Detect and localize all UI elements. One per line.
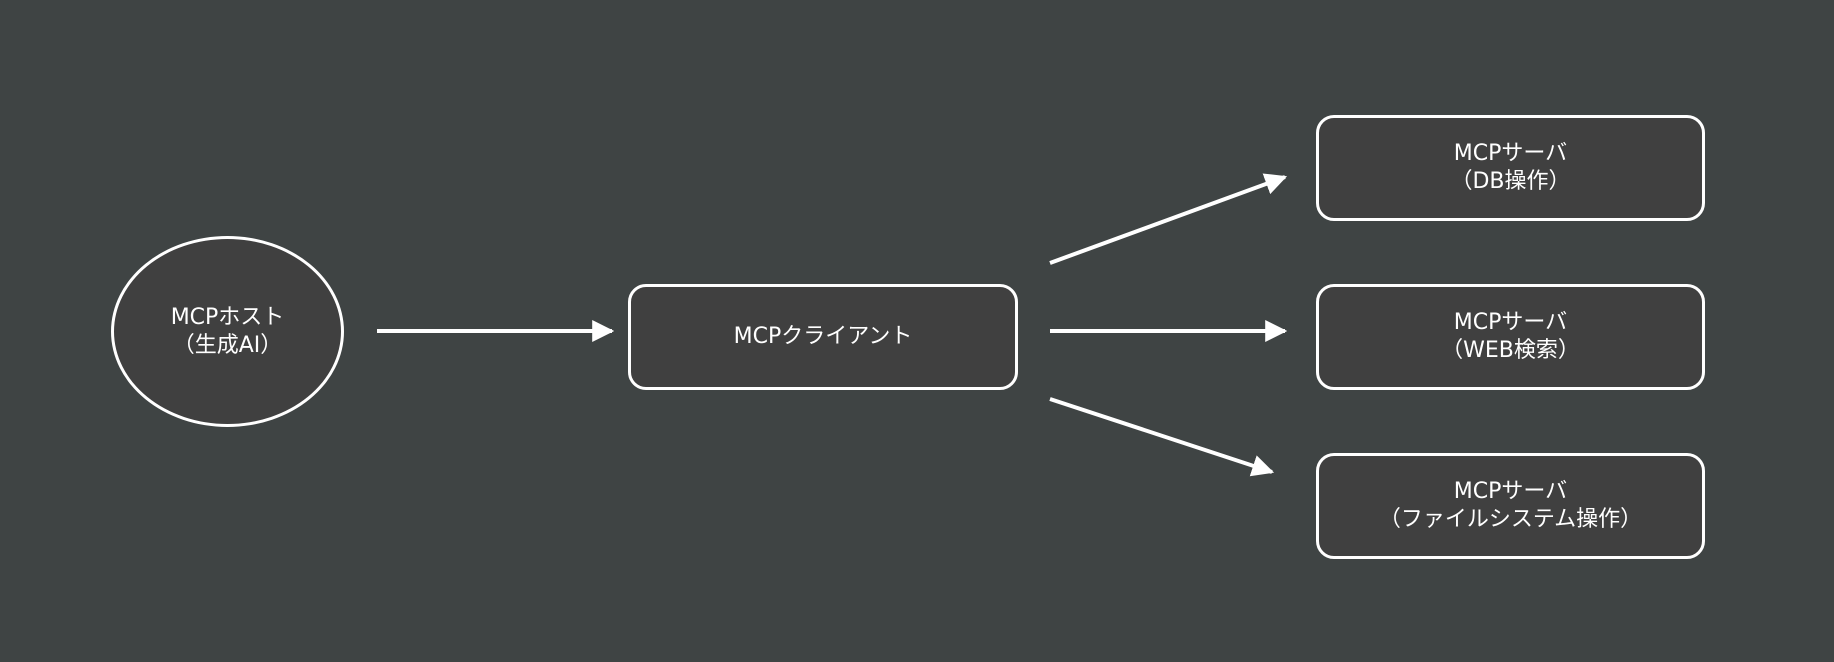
mcp-host-node: MCPホスト （生成AI）	[111, 236, 344, 427]
mcp-host-sublabel: （生成AI）	[172, 332, 283, 358]
mcp-server-db-label: MCPサーバ	[1453, 141, 1568, 166]
mcp-client-node: MCPクライアント	[628, 284, 1018, 390]
mcp-server-db-node: MCPサーバ （DB操作）	[1316, 115, 1705, 221]
mcp-server-fs-node: MCPサーバ （ファイルシステム操作）	[1316, 453, 1705, 559]
mcp-server-web-label: MCPサーバ	[1453, 310, 1568, 335]
mcp-client-label: MCPクライアント	[733, 324, 913, 349]
mcp-server-db-sublabel: （DB操作）	[1450, 169, 1571, 194]
mcp-host-label: MCPホスト	[170, 304, 285, 330]
arrow-client-to-server-fs	[1049, 397, 1275, 477]
mcp-server-web-sublabel: （WEB検索）	[1441, 338, 1580, 363]
mcp-server-web-node: MCPサーバ （WEB検索）	[1316, 284, 1705, 390]
mcp-server-fs-label: MCPサーバ	[1453, 479, 1568, 504]
arrow-client-to-server-db	[1049, 173, 1288, 265]
mcp-server-fs-sublabel: （ファイルシステム操作）	[1378, 507, 1643, 532]
